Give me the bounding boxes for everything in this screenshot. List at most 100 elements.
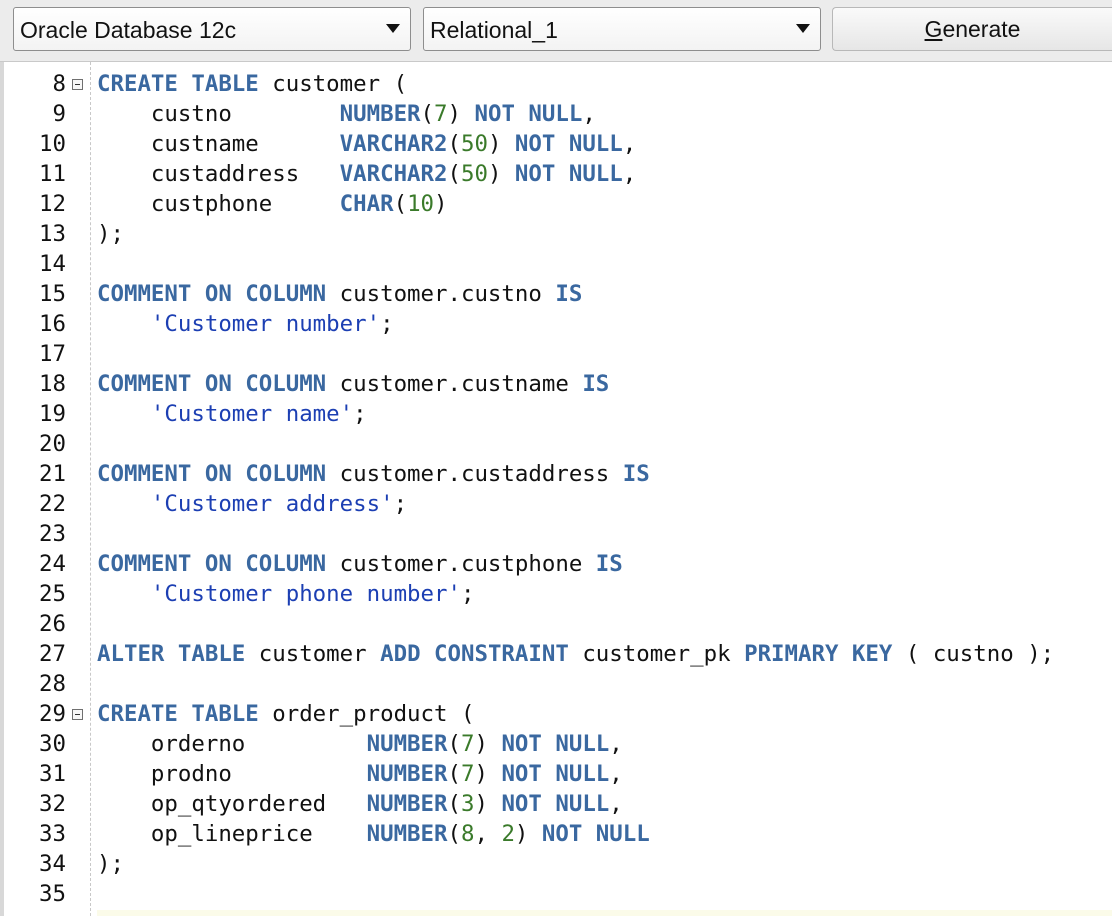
line-number: 11 bbox=[39, 161, 66, 187]
fold-guide bbox=[90, 62, 91, 916]
code-token: IS bbox=[622, 461, 650, 487]
collapse-block-icon[interactable] bbox=[72, 79, 83, 90]
code-token: op_qtyordered bbox=[97, 791, 367, 817]
code-token: , bbox=[622, 161, 637, 187]
code-token: COMMENT ON COLUMN bbox=[97, 461, 327, 487]
code-token: ; bbox=[380, 311, 394, 337]
line-number: 9 bbox=[52, 101, 66, 127]
code-token: ( bbox=[447, 161, 461, 187]
code-token: , bbox=[622, 131, 637, 157]
generate-button[interactable]: Generate bbox=[832, 7, 1112, 51]
collapse-block-icon[interactable] bbox=[72, 709, 83, 720]
generate-label-rest: enerate bbox=[942, 16, 1021, 42]
code-token: IS bbox=[555, 281, 583, 307]
line-number: 22 bbox=[39, 491, 66, 517]
line-number: 18 bbox=[39, 371, 66, 397]
database-type-value: Oracle Database 12c bbox=[20, 17, 237, 43]
line-number: 27 bbox=[39, 641, 66, 667]
code-token: , bbox=[474, 821, 502, 847]
model-select[interactable]: Relational_1 bbox=[423, 7, 821, 51]
code-token: NUMBER bbox=[366, 791, 448, 817]
line-number: 23 bbox=[39, 521, 66, 547]
line-number: 20 bbox=[39, 431, 66, 457]
code-token: customer ( bbox=[258, 71, 408, 97]
code-token: 8 bbox=[460, 821, 475, 847]
code-token: ADD CONSTRAINT bbox=[380, 641, 569, 667]
code-line[interactable]: ALTER TABLE customer ADD CONSTRAINT cust… bbox=[97, 639, 1054, 669]
line-number: 14 bbox=[39, 251, 66, 277]
code-token: ); bbox=[97, 851, 124, 877]
code-token: 7 bbox=[460, 761, 475, 787]
line-number: 34 bbox=[39, 851, 66, 877]
code-token: ) bbox=[434, 191, 448, 217]
code-line[interactable]: 'Customer address'; bbox=[97, 489, 407, 519]
code-line[interactable]: ); bbox=[97, 219, 124, 249]
code-token: VARCHAR2 bbox=[339, 161, 448, 187]
code-token: 'Customer address' bbox=[150, 491, 394, 517]
dropdown-arrow-icon[interactable] bbox=[796, 24, 810, 33]
code-token: ) bbox=[487, 131, 515, 157]
code-line[interactable]: custno NUMBER(7) NOT NULL, bbox=[97, 99, 596, 129]
code-line[interactable]: COMMENT ON COLUMN customer.custphone IS bbox=[97, 549, 623, 579]
code-line[interactable]: CREATE TABLE customer ( bbox=[97, 69, 407, 99]
line-number: 21 bbox=[39, 461, 66, 487]
code-token: CREATE TABLE bbox=[97, 701, 259, 727]
code-token: CHAR bbox=[339, 191, 394, 217]
code-area[interactable]: CREATE TABLE customer ( custno NUMBER(7)… bbox=[97, 62, 1112, 916]
code-token: IS bbox=[582, 371, 610, 397]
code-token bbox=[97, 581, 151, 607]
code-token: 3 bbox=[460, 791, 475, 817]
code-token: ; bbox=[353, 401, 367, 427]
code-token bbox=[97, 311, 151, 337]
code-line[interactable]: ); bbox=[97, 849, 124, 879]
code-line[interactable]: orderno NUMBER(7) NOT NULL, bbox=[97, 729, 623, 759]
code-token: NOT NULL bbox=[474, 101, 583, 127]
line-number: 8 bbox=[52, 71, 66, 97]
code-token: , bbox=[609, 761, 623, 787]
code-line[interactable]: COMMENT ON COLUMN customer.custno IS bbox=[97, 279, 582, 309]
code-line[interactable]: CREATE TABLE order_product ( bbox=[97, 699, 474, 729]
line-number: 13 bbox=[39, 221, 66, 247]
line-number: 32 bbox=[39, 791, 66, 817]
code-token: ; bbox=[393, 491, 408, 517]
code-token: ); bbox=[97, 221, 124, 247]
partial-line bbox=[97, 910, 1112, 916]
line-number: 10 bbox=[39, 131, 66, 157]
code-token: prodno bbox=[97, 761, 367, 787]
code-line[interactable]: COMMENT ON COLUMN customer.custname IS bbox=[97, 369, 609, 399]
code-token: customer bbox=[245, 641, 381, 667]
code-line[interactable]: COMMENT ON COLUMN customer.custaddress I… bbox=[97, 459, 650, 489]
line-number: 31 bbox=[39, 761, 66, 787]
code-token: PRIMARY KEY bbox=[744, 641, 893, 667]
code-token: customer.custaddress bbox=[326, 461, 623, 487]
code-token: ( bbox=[447, 761, 461, 787]
code-token: ) bbox=[447, 101, 475, 127]
code-token: ) bbox=[487, 161, 515, 187]
code-line[interactable]: custphone CHAR(10) bbox=[97, 189, 448, 219]
code-token: 'Customer name' bbox=[150, 401, 354, 427]
code-line[interactable]: custaddress VARCHAR2(50) NOT NULL, bbox=[97, 159, 636, 189]
database-type-select[interactable]: Oracle Database 12c bbox=[13, 7, 411, 51]
code-token: ( bbox=[393, 191, 408, 217]
code-token: NUMBER bbox=[366, 761, 448, 787]
code-line[interactable]: 'Customer name'; bbox=[97, 399, 367, 429]
code-token: NOT NULL bbox=[501, 731, 610, 757]
generate-mnemonic: G bbox=[924, 16, 943, 42]
code-line[interactable]: op_qtyordered NUMBER(3) NOT NULL, bbox=[97, 789, 623, 819]
code-token bbox=[97, 491, 151, 517]
code-token: ( bbox=[420, 101, 435, 127]
code-token: 'Customer phone number' bbox=[150, 581, 461, 607]
line-number: 15 bbox=[39, 281, 66, 307]
code-line[interactable]: op_lineprice NUMBER(8, 2) NOT NULL bbox=[97, 819, 650, 849]
code-line[interactable]: 'Customer number'; bbox=[97, 309, 394, 339]
code-token: 50 bbox=[460, 161, 488, 187]
code-line[interactable]: custname VARCHAR2(50) NOT NULL, bbox=[97, 129, 636, 159]
code-line[interactable]: 'Customer phone number'; bbox=[97, 579, 475, 609]
code-line[interactable]: prodno NUMBER(7) NOT NULL, bbox=[97, 759, 623, 789]
code-token: COMMENT ON COLUMN bbox=[97, 551, 327, 577]
dropdown-arrow-icon[interactable] bbox=[386, 24, 400, 33]
code-token: NUMBER bbox=[366, 731, 448, 757]
line-number: 35 bbox=[39, 881, 66, 907]
